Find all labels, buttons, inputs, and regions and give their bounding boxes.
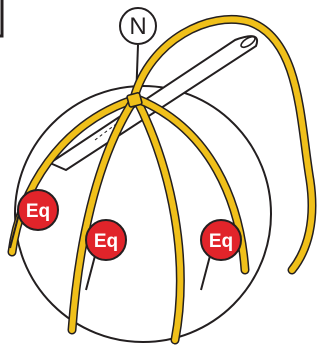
frame-corner [0, 0, 2, 36]
equator-pin-label: Eq [94, 231, 118, 252]
equator-pin-label: Eq [26, 201, 50, 222]
equator-pin-label: Eq [209, 231, 233, 252]
north-marker: N [120, 8, 156, 44]
top-knot [127, 92, 143, 107]
north-label: N [129, 13, 146, 40]
